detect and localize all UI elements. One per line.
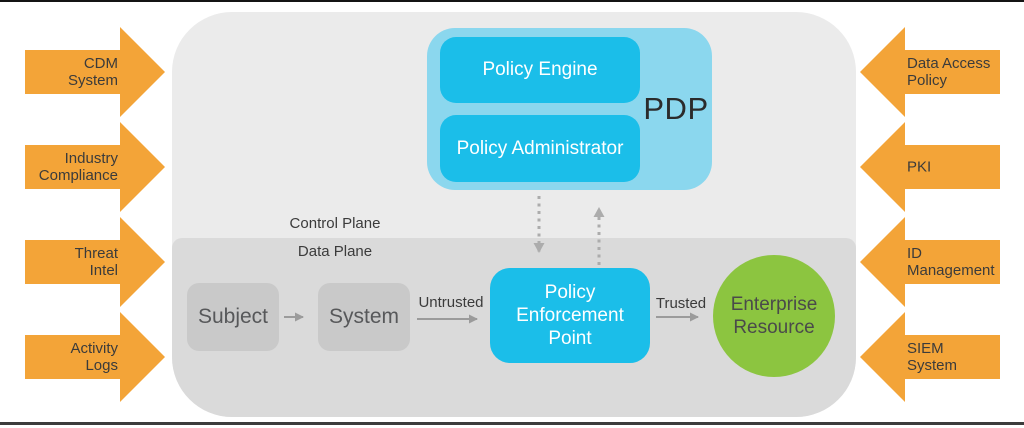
left-arrow-icon [860,217,1000,307]
right-arrow-icon [25,217,165,307]
right-arrow-icon [25,312,165,402]
input-arrow-siem-system: SIEM System [860,312,1000,402]
right-arrow-icon [25,27,165,117]
untrusted-edge-label: Untrusted [418,294,484,311]
input-arrow-data-access-policy: Data Access Policy [860,27,1000,117]
input-arrow-label: PKI [907,158,932,176]
input-arrow-label: SIEM System [907,340,958,374]
policy-administrator-node: Policy Administrator [440,115,640,182]
input-arrow-label: ID Management [907,245,995,279]
pdp-group: Policy Engine Policy Administrator PDP [427,28,712,190]
left-arrow-icon [860,27,1000,117]
trusted-edge-label: Trusted [655,295,707,312]
input-arrow-pki: PKI [860,122,1000,212]
input-arrow-id-management: ID Management [860,217,1000,307]
data-plane-label: Data Plane [297,243,373,260]
input-arrow-threat-intel: Threat Intel [25,217,165,307]
policy-enforcement-point-node: Policy Enforcement Point [490,268,650,363]
input-arrow-label: Activity Logs [70,340,118,374]
enterprise-resource-node: Enterprise Resource [713,255,835,377]
left-arrow-icon [860,122,1000,212]
right-arrow-icon [25,122,165,212]
control-plane-label: Control Plane [289,215,381,232]
pdp-label: PDP [643,91,709,126]
input-arrow-industry-compliance: Industry Compliance [25,122,165,212]
top-border-line [0,0,1024,2]
input-arrow-label: CDM System [67,55,118,89]
input-arrow-label: Industry Compliance [38,150,118,184]
system-node: System [318,283,410,351]
left-arrow-icon [860,312,1000,402]
policy-engine-node: Policy Engine [440,37,640,103]
input-arrow-cdm-system: CDM System [25,27,165,117]
input-arrow-activity-logs: Activity Logs [25,312,165,402]
input-arrow-label: Data Access Policy [907,55,991,89]
bottom-border-line [0,422,1024,425]
subject-node: Subject [187,283,279,351]
input-arrow-label: Threat Intel [74,245,118,279]
